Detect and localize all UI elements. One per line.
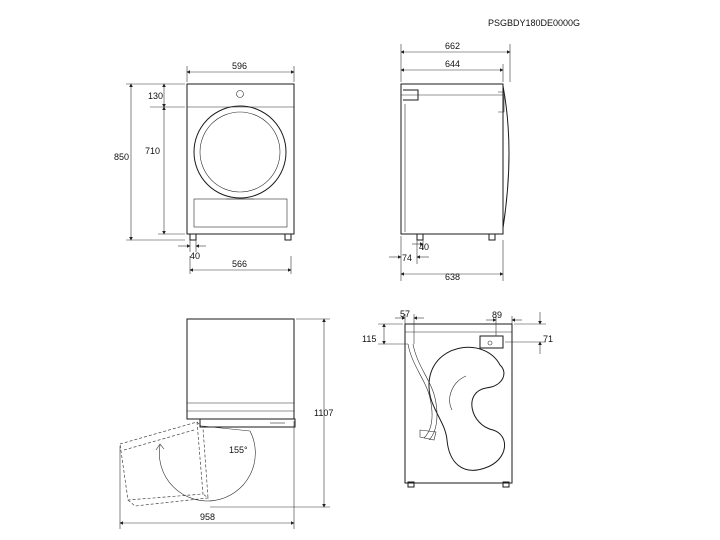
dim-front-height-total: 850 <box>114 152 129 162</box>
drum-housing-outline <box>428 346 506 471</box>
side-foot-rear <box>488 233 496 241</box>
dim-back-right-offset: 89 <box>492 310 502 320</box>
side-view: 662 644 40 74 638 <box>389 41 511 282</box>
front-view: 596 850 130 710 40 566 <box>114 61 295 274</box>
dim-back-left-offset: 57 <box>400 309 410 319</box>
dim-side-foot-setback: 74 <box>402 253 412 263</box>
dim-back-right-height: 71 <box>543 334 553 344</box>
dim-front-body-height: 710 <box>145 146 160 156</box>
door-outer-ring <box>193 105 287 199</box>
door-open-view: 155° 1107 958 <box>119 318 333 529</box>
dim-side-depth-total: 662 <box>445 41 460 51</box>
side-foot-front <box>416 233 424 241</box>
dim-back-left-height: 115 <box>362 334 376 344</box>
dim-front-top-panel: 130 <box>148 91 163 101</box>
drain-hose <box>407 343 433 439</box>
dim-front-width-top: 596 <box>232 61 247 71</box>
dim-side-foot-offset: 40 <box>419 242 429 252</box>
dim-open-depth-total: 958 <box>200 512 215 522</box>
dim-front-foot-offset: 40 <box>190 251 200 261</box>
dim-front-width-bottom: 566 <box>232 259 247 269</box>
dim-open-height-total: 1107 <box>314 408 333 418</box>
door-swing-arc <box>159 430 256 502</box>
control-knob-icon <box>236 90 244 98</box>
dim-open-door-angle: 155° <box>229 445 248 455</box>
vent-outlet <box>479 335 504 349</box>
dim-side-depth-body: 644 <box>445 59 460 69</box>
rear-view: 57 115 89 71 <box>362 309 553 488</box>
dim-side-depth-base: 638 <box>445 272 460 282</box>
top-panel-detail <box>403 89 419 101</box>
front-foot-right <box>284 233 292 241</box>
open-door-outline <box>119 421 204 501</box>
door-inner-ring <box>199 111 281 193</box>
filter-panel <box>193 198 288 228</box>
door-profile <box>502 85 510 229</box>
model-code: PSGBDY180DE0000G <box>488 18 580 28</box>
front-foot-left <box>189 233 197 241</box>
